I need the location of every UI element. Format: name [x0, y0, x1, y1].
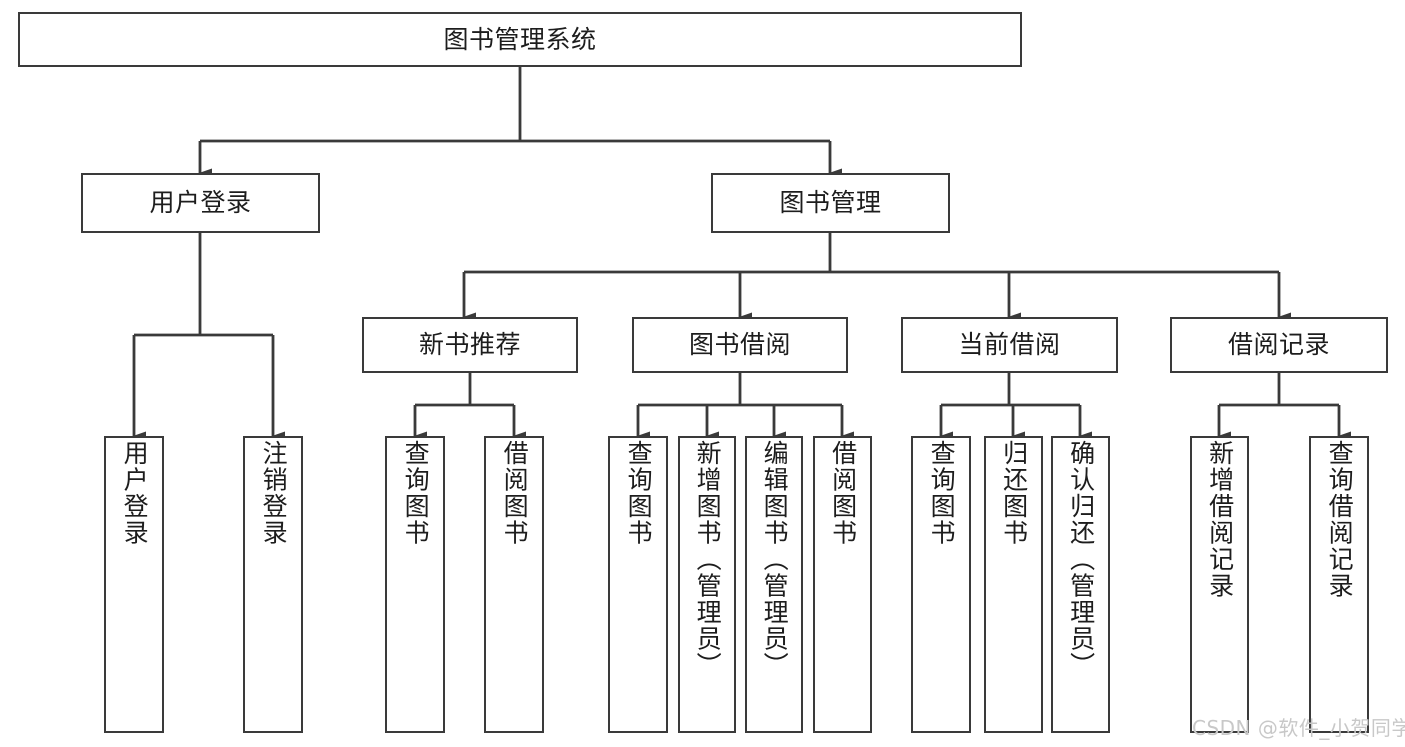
node-label: 借阅图书	[828, 440, 858, 546]
node-label: 用户登录	[149, 188, 252, 218]
node-leaf-return-book[interactable]: 归还图书	[984, 436, 1043, 733]
node-leaf-edit-book[interactable]: 编辑图书（管理员）	[745, 436, 803, 733]
node-borrow-record[interactable]: 借阅记录	[1170, 317, 1388, 373]
node-leaf-confirm-return[interactable]: 确认归还（管理员）	[1051, 436, 1110, 733]
node-label: 查询借阅记录	[1325, 440, 1355, 599]
node-leaf-query-book-2[interactable]: 查询图书	[608, 436, 668, 733]
node-label: 编辑图书（管理员）	[760, 440, 790, 679]
node-label: 借阅记录	[1227, 330, 1330, 360]
node-label: 查询图书	[624, 440, 654, 546]
node-current-borrow[interactable]: 当前借阅	[901, 317, 1118, 373]
node-leaf-add-book[interactable]: 新增图书（管理员）	[678, 436, 736, 733]
node-leaf-borrow-book-2[interactable]: 借阅图书	[813, 436, 872, 733]
node-leaf-query-book-1[interactable]: 查询图书	[385, 436, 445, 733]
node-label: 当前借阅	[958, 330, 1061, 360]
node-label: 图书借阅	[688, 330, 791, 360]
node-label: 用户登录	[120, 440, 150, 546]
node-label: 新书推荐	[418, 330, 521, 360]
node-label: 图书管理	[779, 188, 882, 218]
node-label: 归还图书	[999, 440, 1029, 546]
node-root-label: 图书管理系统	[443, 24, 597, 54]
node-label: 查询图书	[927, 440, 957, 546]
node-root[interactable]: 图书管理系统	[18, 12, 1022, 67]
node-label: 查询图书	[401, 440, 431, 546]
node-leaf-query-book-3[interactable]: 查询图书	[911, 436, 971, 733]
node-leaf-add-record[interactable]: 新增借阅记录	[1190, 436, 1249, 733]
node-label: 借阅图书	[500, 440, 530, 546]
node-label: 确认归还（管理员）	[1066, 440, 1096, 679]
node-label: 新增图书（管理员）	[693, 440, 723, 679]
node-label: 注销登录	[259, 440, 289, 546]
node-leaf-user-login[interactable]: 用户登录	[104, 436, 164, 733]
node-leaf-borrow-book-1[interactable]: 借阅图书	[484, 436, 544, 733]
node-book-manage[interactable]: 图书管理	[711, 173, 950, 233]
node-leaf-logout[interactable]: 注销登录	[243, 436, 303, 733]
node-label: 新增借阅记录	[1205, 440, 1235, 599]
csdn-watermark: CSDN @软件_小贺同学	[1192, 716, 1405, 740]
node-leaf-query-record[interactable]: 查询借阅记录	[1309, 436, 1369, 733]
node-user-login[interactable]: 用户登录	[81, 173, 320, 233]
node-book-borrow[interactable]: 图书借阅	[632, 317, 848, 373]
node-new-book-recommend[interactable]: 新书推荐	[362, 317, 578, 373]
